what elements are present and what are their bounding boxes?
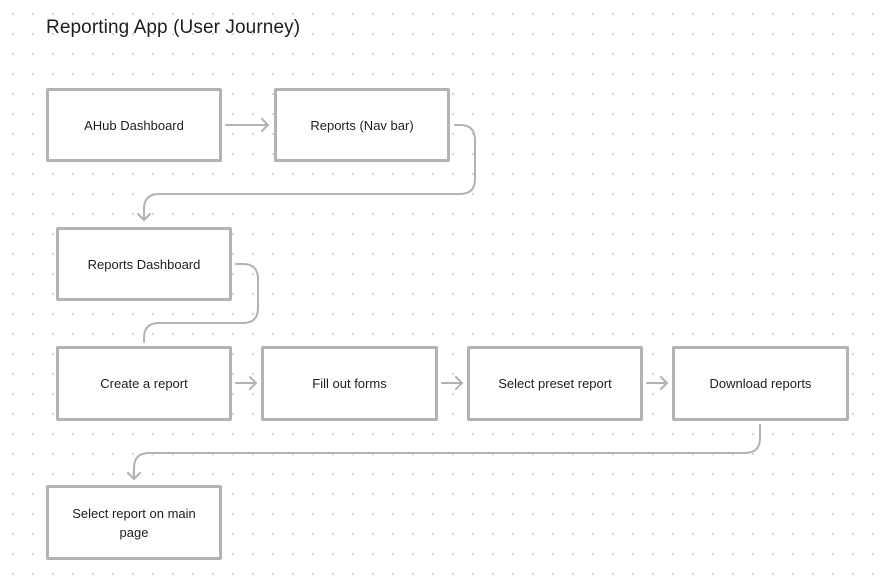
arrowhead-reports-nav-to-reports-dashboard [137,213,151,221]
arrowhead-download-to-select-main [127,472,141,480]
node-fill-out-forms-label: Fill out forms [312,376,387,391]
connector-reports-dashboard-to-create-report [143,263,259,343]
connector-reports-nav-to-reports-dashboard [143,124,476,221]
node-ahub-dashboard-label: AHub Dashboard [84,117,184,133]
node-create-report-label: Create a report [100,376,188,391]
diagram-title: Reporting App (User Journey) [46,17,301,38]
node-download-reports[interactable]: Download reports [672,346,849,421]
arrowhead-fill-forms-to-select-preset [455,376,463,390]
node-download-reports-label: Download reports [709,376,812,391]
node-reports-dashboard-label: Reports Dashboard [87,256,201,272]
node-select-preset-report-label: Select preset report [498,376,612,391]
node-select-preset-report[interactable]: Select preset report [467,346,643,421]
arrowhead-create-report-to-fill-forms [249,376,257,390]
node-reports-dashboard[interactable]: Reports Dashboard [56,227,232,301]
node-ahub-dashboard[interactable]: AHub Dashboard [46,88,222,162]
connector-download-to-select-main [133,424,761,480]
arrowhead-select-preset-to-download [660,376,668,390]
node-create-report[interactable]: Create a report [56,346,232,421]
arrowhead-ahub-to-reports-nav [261,118,269,132]
node-select-report-main-page[interactable]: Select report on main page [46,485,222,560]
node-fill-out-forms[interactable]: Fill out forms [261,346,438,421]
node-reports-nav-bar-label: Reports (Nav bar) [310,117,414,133]
node-reports-nav-bar[interactable]: Reports (Nav bar) [274,88,450,162]
node-select-report-main-page-label: Select report on main page [72,505,196,540]
